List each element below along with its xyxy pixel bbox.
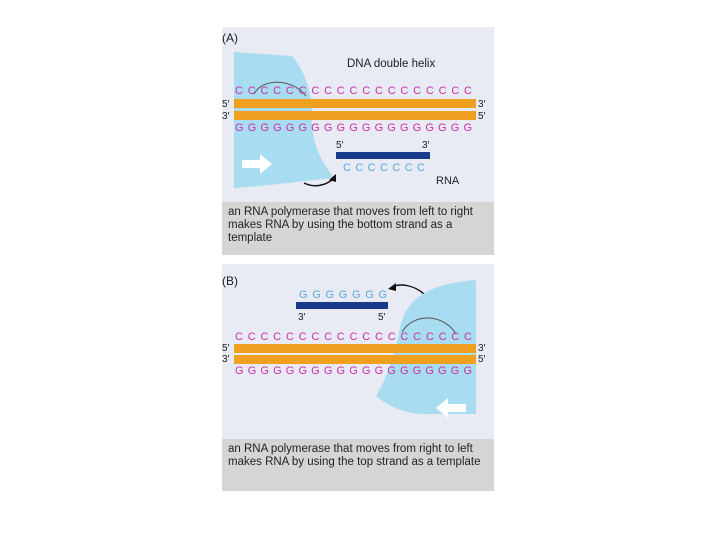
rna-bases-b: G G G G G G G <box>299 289 387 301</box>
strand-a-bottom-right-end: 5′ <box>478 111 486 122</box>
direction-arrow-left-icon <box>436 398 466 418</box>
direction-arrow-right-icon <box>242 154 272 174</box>
polymerase-a-opening <box>253 81 307 97</box>
dna-top-strand-a <box>234 99 476 108</box>
rna-b-left-end: 3′ <box>298 312 306 323</box>
dna-bottom-strand-b <box>234 355 476 364</box>
rna-strand-b <box>296 302 388 309</box>
top-bases-a: C C C C C C C C C C C C C C C C C C C <box>235 85 472 97</box>
dna-helix-label: DNA double helix <box>347 58 435 70</box>
panel-a-label: (A) <box>222 31 238 45</box>
curved-arrow-a-head-icon <box>329 174 336 182</box>
curved-arrow-b-head-icon <box>388 283 396 291</box>
dna-top-strand-b <box>234 344 476 353</box>
caption-panel-b: an RNA polymerase that moves from right … <box>222 439 494 491</box>
top-bases-b: C C C C C C C C C C C C C C C C C C C <box>235 331 472 343</box>
caption-panel-a: an RNA polymerase that moves from left t… <box>222 202 494 255</box>
dna-bottom-strand-a <box>234 111 476 120</box>
strand-a-bottom-left-end: 3′ <box>222 111 230 122</box>
rna-label-a: RNA <box>436 175 460 187</box>
bottom-bases-a: G G G G G G G G G G G G G G G G G G G <box>235 122 472 134</box>
strand-b-bottom-left-end: 3′ <box>222 354 230 365</box>
polymerase-b-opening <box>401 317 457 335</box>
strand-a-top-right-end: 3′ <box>478 99 486 110</box>
bottom-bases-b: G G G G G G G G G G G G G G G G G G G <box>235 365 472 377</box>
rna-b-right-end: 5′ <box>378 312 386 323</box>
strand-b-top-left-end: 5′ <box>222 343 230 354</box>
strand-b-bottom-right-end: 5′ <box>478 354 486 365</box>
strand-a-top-left-end: 5′ <box>222 99 230 110</box>
panel-b-label: (B) <box>222 274 238 288</box>
rna-a-right-end: 3′ <box>422 140 430 151</box>
rna-bases-a: C C C C C C C <box>343 162 425 174</box>
rna-a-left-end: 5′ <box>336 140 344 151</box>
strand-b-top-right-end: 3′ <box>478 343 486 354</box>
rna-strand-a <box>336 152 430 159</box>
